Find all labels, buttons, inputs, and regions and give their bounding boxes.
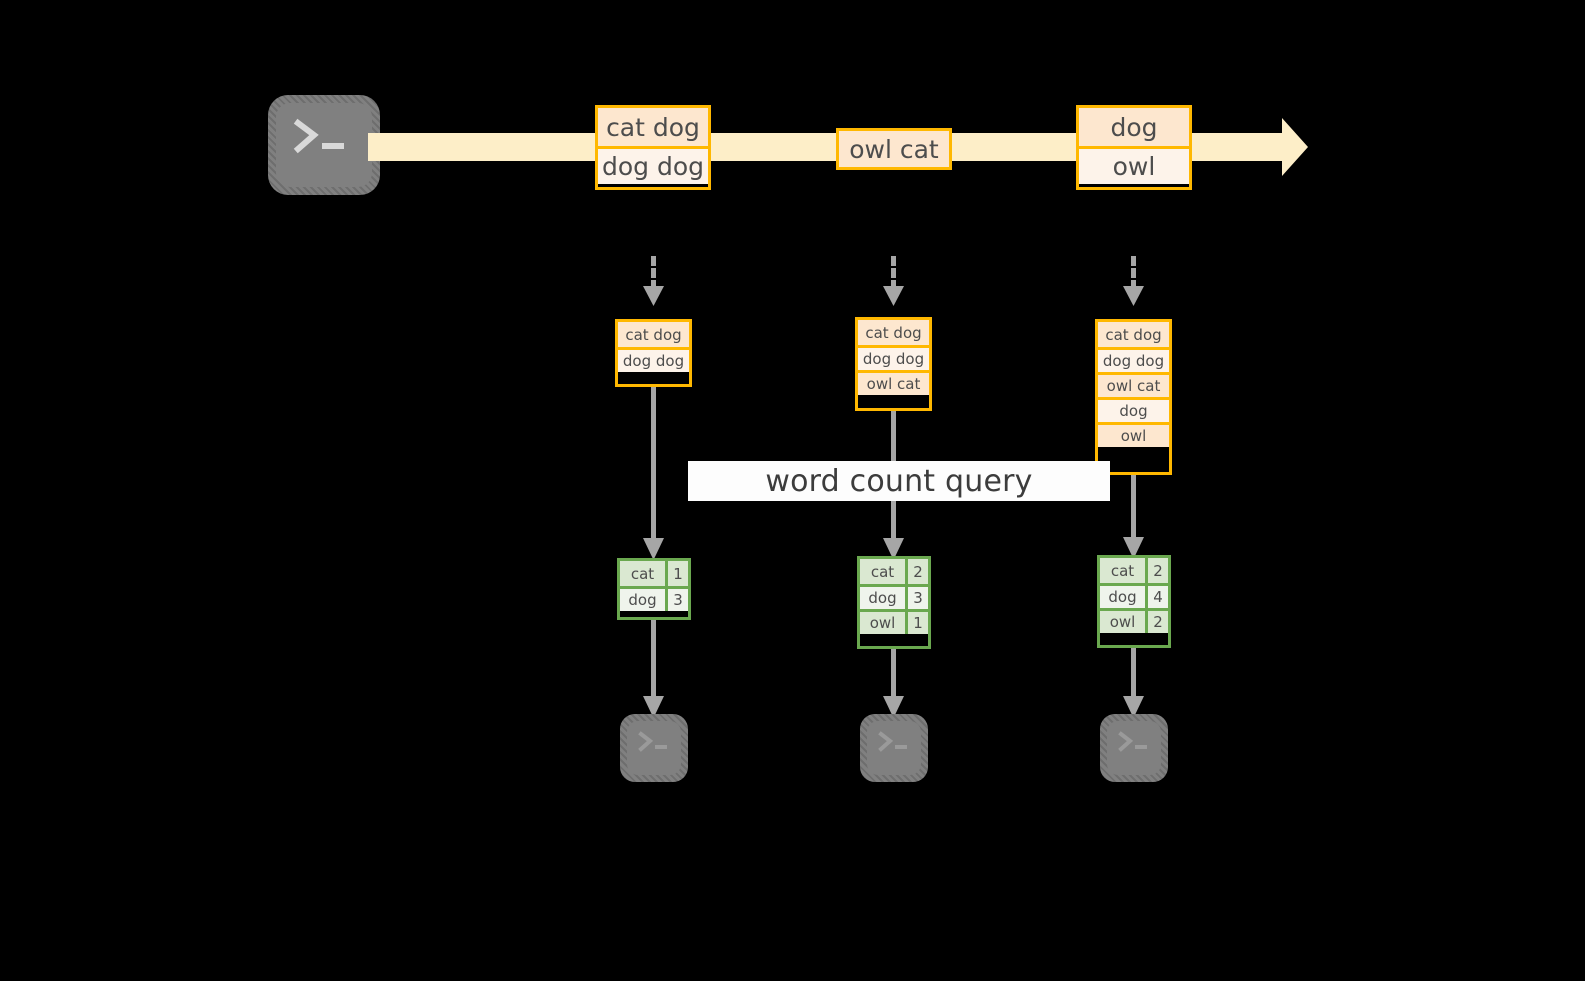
stream-record-line: cat dog: [598, 108, 708, 146]
snapshot-input-line: dog: [1098, 397, 1169, 422]
sink-terminal-icon-2: [860, 714, 928, 782]
result-row: dog 3: [860, 584, 928, 609]
terminal-prompt-glyph: [638, 731, 667, 752]
snapshot-tap-connector-2: [883, 256, 904, 306]
snapshot-input-1: cat dog dog dog: [615, 319, 692, 387]
sink-terminal-icon-3: [1100, 714, 1168, 782]
snapshot-input-line: cat dog: [858, 320, 929, 345]
terminal-screen: [276, 103, 372, 187]
sink-connector-1: [643, 620, 664, 718]
stream-record-2: owl cat: [836, 128, 952, 170]
result-count: 3: [905, 587, 928, 609]
snapshot-tap-connector-3: [1123, 256, 1144, 306]
snapshot-result-2: cat 2 dog 3 owl 1: [857, 556, 931, 649]
stream-arrow-head: [1254, 118, 1308, 176]
result-count: 2: [1145, 611, 1168, 633]
result-row: owl 1: [860, 609, 928, 634]
query-connector-3: [1123, 475, 1144, 559]
result-count: 1: [665, 561, 688, 586]
source-terminal-icon: [268, 95, 380, 195]
sink-connector-2: [883, 649, 904, 718]
terminal-screen: [1107, 721, 1161, 775]
result-word: dog: [1100, 586, 1145, 608]
stream-record-1: cat dog dog dog: [595, 105, 711, 190]
stream-record-line: owl: [1079, 146, 1189, 184]
sink-connector-3: [1123, 648, 1144, 718]
sink-terminal-icon-1: [620, 714, 688, 782]
result-word: dog: [620, 589, 665, 611]
snapshot-input-line: dog dog: [1098, 347, 1169, 372]
result-row: cat 2: [1100, 558, 1168, 583]
snapshot-input-line: cat dog: [618, 322, 689, 347]
stream-record-3: dog owl: [1076, 105, 1192, 190]
result-count: 2: [905, 559, 928, 584]
snapshot-result-1: cat 1 dog 3: [617, 558, 691, 620]
result-count: 3: [665, 589, 688, 611]
snapshot-input-2: cat dog dog dog owl cat: [855, 317, 932, 411]
result-word: cat: [620, 561, 665, 586]
stream-record-line: dog: [1079, 108, 1189, 146]
snapshot-result-3: cat 2 dog 4 owl 2: [1097, 555, 1171, 648]
terminal-prompt-glyph: [878, 731, 907, 752]
result-word: owl: [1100, 611, 1145, 633]
terminal-prompt-glyph: [1118, 731, 1147, 752]
result-count: 2: [1145, 558, 1168, 583]
result-word: cat: [860, 559, 905, 584]
result-row: dog 4: [1100, 583, 1168, 608]
snapshot-input-line: dog dog: [858, 345, 929, 370]
snapshot-input-line: cat dog: [1098, 322, 1169, 347]
snapshot-input-line: owl cat: [858, 370, 929, 395]
snapshot-input-line: owl cat: [1098, 372, 1169, 397]
terminal-screen: [627, 721, 681, 775]
stream-record-line: owl cat: [839, 131, 949, 167]
snapshot-input-line: dog dog: [618, 347, 689, 372]
result-row: cat 1: [620, 561, 688, 586]
result-word: cat: [1100, 558, 1145, 583]
snapshot-input-line: owl: [1098, 422, 1169, 447]
result-word: dog: [860, 587, 905, 609]
result-row: dog 3: [620, 586, 688, 611]
result-row: cat 2: [860, 559, 928, 584]
terminal-prompt-glyph: [293, 118, 344, 154]
stream-record-line: dog dog: [598, 146, 708, 184]
result-word: owl: [860, 612, 905, 634]
snapshot-input-3: cat dog dog dog owl cat dog owl: [1095, 319, 1172, 475]
query-connector-1: [643, 387, 664, 560]
result-count: 4: [1145, 586, 1168, 608]
result-row: owl 2: [1100, 608, 1168, 633]
query-label-band: word count query: [688, 461, 1110, 501]
snapshot-tap-connector-1: [643, 256, 664, 306]
terminal-screen: [867, 721, 921, 775]
result-count: 1: [905, 612, 928, 634]
query-label: word count query: [765, 463, 1033, 499]
